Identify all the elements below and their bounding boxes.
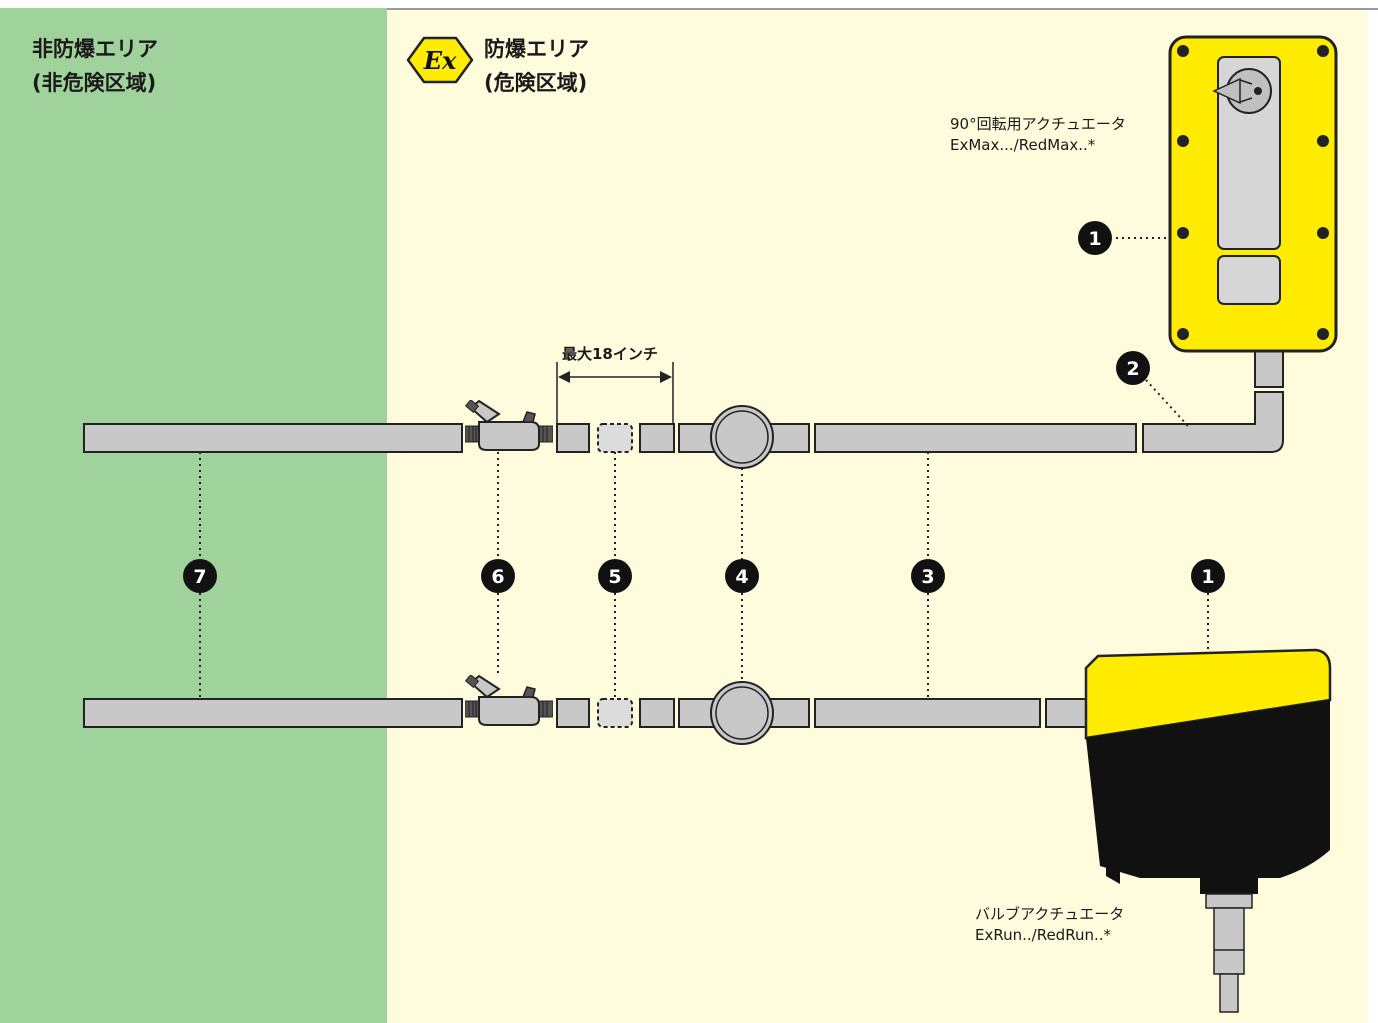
hazardous-zone-sublabel: (危険区域): [484, 71, 588, 95]
conduit-stub-top: [556, 423, 590, 453]
non-hazardous-zone-sublabel: (非危険区域): [32, 71, 157, 95]
marker-2-label: 2: [1126, 358, 1139, 380]
conduit-safe-area-top: [83, 423, 463, 453]
marker-3: 3: [911, 559, 945, 593]
top-divider: [387, 8, 1378, 10]
rotary-actuator: [1168, 35, 1338, 353]
flexible-elbow: [1142, 391, 1284, 453]
conduit-run-bottom: [83, 675, 1087, 745]
conduit-long-bottom: [814, 698, 1041, 728]
conduit-stub2-top: [639, 423, 675, 453]
union-fitting-top-inner: [715, 410, 769, 464]
marker-6: 6: [481, 559, 515, 593]
optional-fitting-top: [597, 423, 633, 453]
actuator-conduit-entry-bottom: [1045, 698, 1087, 728]
marker-2: 2: [1116, 351, 1150, 385]
marker-4-label: 4: [735, 566, 748, 588]
seal-fitting-top: [465, 400, 553, 451]
valve-actuator: [1084, 648, 1332, 1013]
ex-symbol-text: Ex: [423, 46, 457, 75]
leader-lines: [199, 237, 1209, 699]
conduit-safe-area-bottom: [83, 698, 463, 728]
ex-hazard-icon: Ex: [406, 36, 474, 84]
valve-actuator-model: ExRun../RedRun..*: [975, 926, 1112, 944]
conduit-long-top: [814, 423, 1137, 453]
max-distance-dimension: [556, 362, 674, 424]
rotary-actuator-caption: 90°回転用アクチュエータ ExMax.../RedMax..*: [950, 114, 1126, 156]
rotary-actuator-name: 90°回転用アクチュエータ: [950, 115, 1126, 133]
marker-1-rotary-label: 1: [1088, 228, 1101, 250]
marker-7: 7: [183, 559, 217, 593]
non-hazardous-zone-label: 非防爆エリア: [32, 37, 158, 61]
valve-actuator-caption: バルブアクチュエータ ExRun../RedRun..*: [975, 904, 1124, 946]
hazardous-zone-label: 防爆エリア: [484, 37, 589, 61]
marker-7-label: 7: [193, 566, 206, 588]
valve-actuator-name: バルブアクチュエータ: [975, 905, 1125, 923]
non-hazardous-zone-title: 非防爆エリア (非危険区域): [32, 32, 158, 100]
conduit-run-top: [83, 348, 1284, 469]
marker-3-label: 3: [921, 566, 934, 588]
marker-5: 5: [598, 559, 632, 593]
actuator-conduit-entry: [1254, 348, 1284, 388]
union-fitting-bottom-inner: [715, 686, 769, 740]
rotary-actuator-model: ExMax.../RedMax..*: [950, 136, 1096, 154]
marker-5-label: 5: [608, 566, 621, 588]
marker-1-valve: 1: [1191, 559, 1225, 593]
optional-fitting-bottom: [597, 698, 633, 728]
hazardous-zone-title: 防爆エリア (危険区域): [484, 32, 589, 100]
marker-4: 4: [725, 559, 759, 593]
max-distance-label: 最大18インチ: [562, 345, 658, 363]
marker-1-valve-label: 1: [1201, 566, 1214, 588]
conduit-stub-bottom: [556, 698, 590, 728]
conduit-stub2-bottom: [639, 698, 675, 728]
marker-1-rotary: 1: [1078, 221, 1112, 255]
marker-6-label: 6: [491, 566, 504, 588]
seal-fitting-bottom: [465, 675, 553, 726]
non-hazardous-zone: [0, 8, 387, 1023]
